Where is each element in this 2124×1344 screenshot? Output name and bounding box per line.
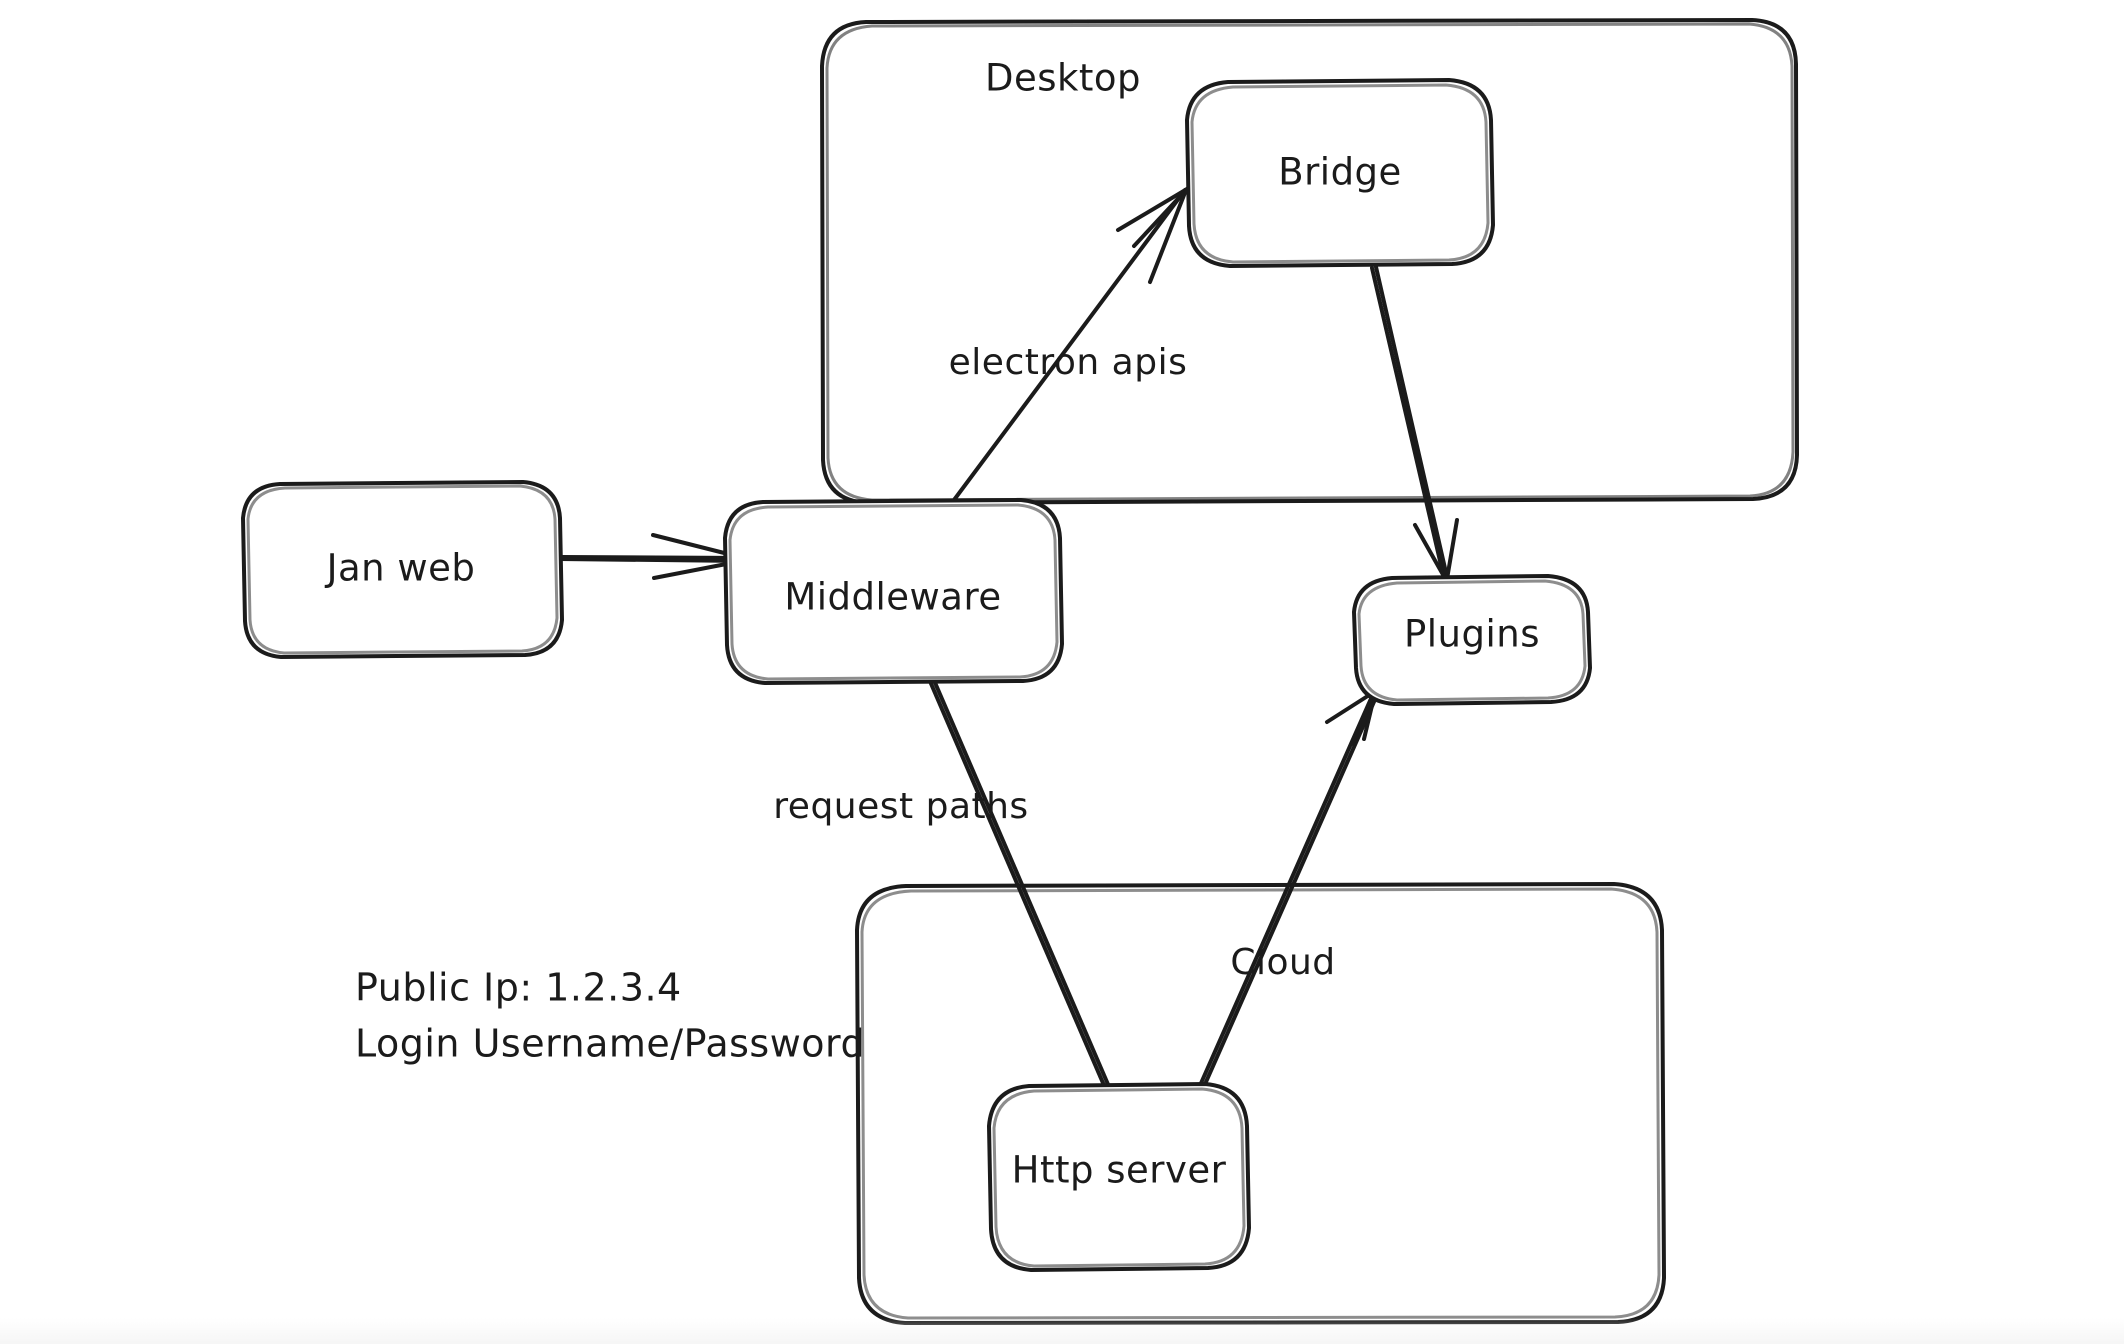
edge-http-server-to-plugins[interactable]: Cloud [1196,690,1379,1093]
note-login: Login Username/Password [355,1022,865,1066]
node-bridge[interactable]: Bridge [1185,78,1495,268]
node-plugins[interactable]: Plugins [1352,574,1592,706]
edge-bridge-to-plugins[interactable] [1370,265,1459,582]
node-label-bridge: Bridge [1278,151,1402,194]
edge-label-electron-apis: electron apis [949,342,1188,383]
node-label-http-server: Http server [1012,1149,1227,1192]
node-jan-web[interactable]: Jan web [241,480,564,659]
edge-jan-web-to-middleware[interactable] [558,533,750,580]
node-label-plugins: Plugins [1404,613,1540,656]
notes-block: Public Ip: 1.2.3.4 Login Username/Passwo… [355,966,865,1066]
group-label-desktop: Desktop [985,57,1141,100]
edge-middleware-to-bridge[interactable]: electron apis [949,186,1190,506]
node-middleware[interactable]: Middleware [723,498,1064,685]
edge-label-request-paths: request paths [773,786,1028,827]
node-label-jan-web: Jan web [325,547,476,590]
edge-middleware-to-http-server[interactable]: request paths [773,669,1112,1092]
node-label-middleware: Middleware [784,576,1001,619]
note-public-ip: Public Ip: 1.2.3.4 [355,966,682,1010]
edge-label-cloud: Cloud [1230,942,1335,983]
node-http-server[interactable]: Http server [987,1082,1251,1272]
